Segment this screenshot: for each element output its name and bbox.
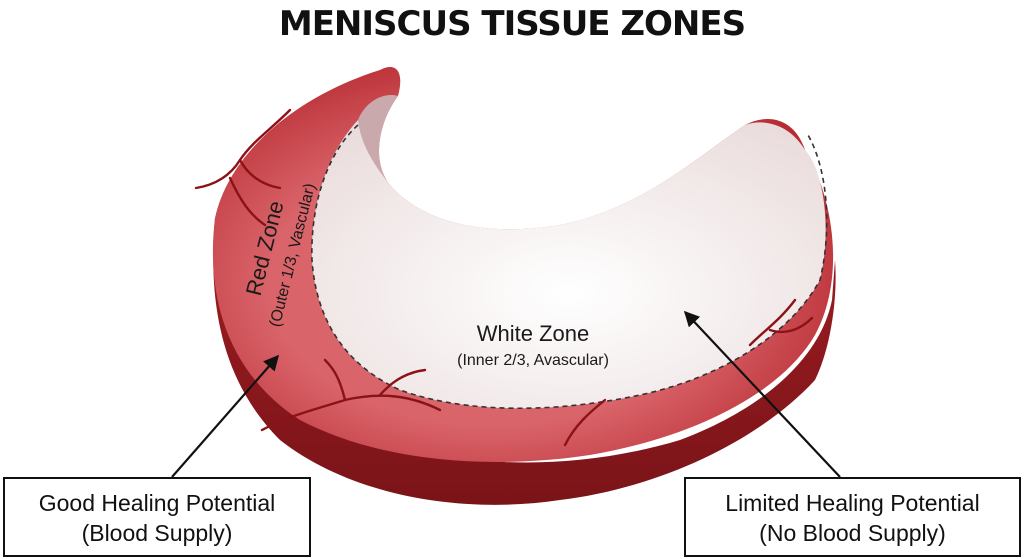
vessel	[563, 398, 607, 447]
right-arrow	[683, 310, 841, 478]
white-zone-label: White Zone	[477, 321, 590, 346]
vessel	[748, 298, 797, 347]
inner-wall	[356, 95, 398, 185]
good-healing-subtitle: (Blood Supply)	[81, 520, 233, 546]
vessel	[228, 176, 267, 227]
vessel	[378, 368, 427, 397]
limited-healing-title: Limited Healing Potential	[725, 490, 980, 516]
left-arrow	[171, 354, 280, 478]
white-zone-surface	[311, 120, 826, 409]
blood-vessels	[194, 108, 814, 447]
good-healing-title: Good Healing Potential	[38, 490, 276, 516]
good-healing-callout: Good Healing Potential (Blood Supply)	[3, 477, 311, 557]
vessel	[323, 358, 347, 402]
white-zone-detail: (Inner 2/3, Avascular)	[457, 352, 609, 369]
vessel	[768, 316, 814, 334]
limited-healing-callout: Limited Healing Potential (No Blood Supp…	[684, 477, 1021, 557]
vessel	[238, 158, 282, 190]
limited-healing-subtitle: (No Blood Supply)	[759, 520, 946, 546]
diagram-title: MENISCUS TISSUE ZONES	[278, 4, 746, 44]
